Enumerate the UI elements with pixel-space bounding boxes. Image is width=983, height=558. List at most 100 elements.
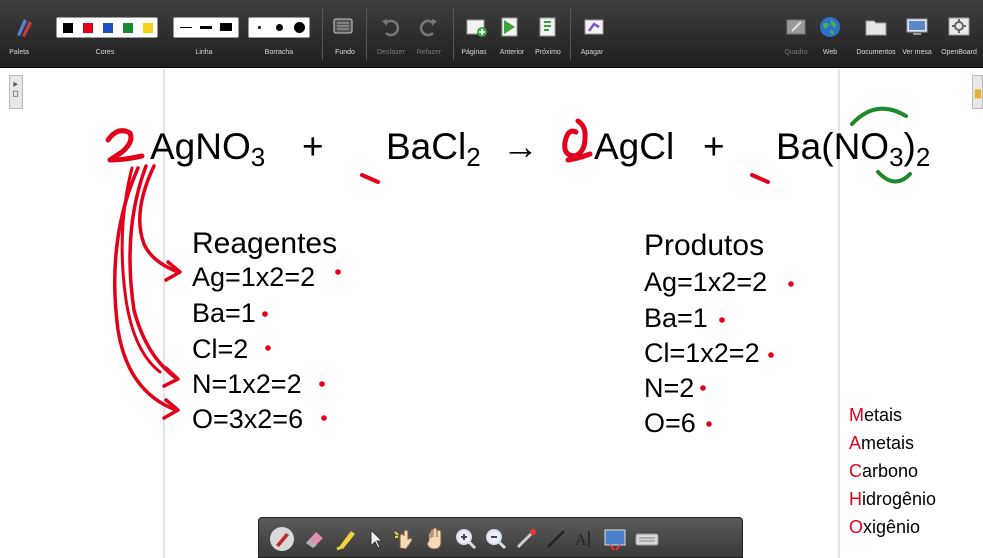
color-blue[interactable] — [103, 23, 113, 33]
previous-page-button[interactable]: Anterior — [496, 0, 532, 68]
color-green[interactable] — [123, 23, 133, 33]
redo-icon — [419, 19, 437, 37]
product-barium-nitrate: Ba(NO3)2 — [776, 126, 931, 172]
line-thin[interactable] — [180, 27, 192, 28]
product-count-n: N=2 — [644, 373, 695, 403]
plus-sign: + — [302, 126, 324, 167]
legend-metais: Metais — [849, 405, 903, 425]
product-count-ba: Ba=1 — [644, 303, 708, 333]
web-label: Web — [822, 49, 838, 56]
line-width-group: Linha — [170, 0, 240, 68]
selector-arrow-icon[interactable] — [363, 526, 389, 552]
reaction-arrow: → — [502, 126, 539, 167]
main-toolbar: Paleta Cores Linha Borracha — [0, 0, 983, 68]
eraser-size-options — [248, 17, 310, 38]
zoom-in-icon[interactable] — [453, 526, 479, 552]
line-label: Linha — [195, 49, 213, 56]
eraser-tool-icon[interactable] — [301, 526, 327, 552]
pages-button[interactable]: Páginas — [458, 0, 494, 68]
legend-oxigenio: Oxigênio — [849, 517, 921, 537]
interact-hand-icon[interactable] — [391, 526, 417, 552]
undo-button[interactable]: Desfazer — [372, 0, 408, 68]
background-button[interactable]: Fundo — [328, 0, 358, 68]
eraser-medium[interactable] — [276, 24, 283, 31]
laser-pointer-icon[interactable] — [513, 526, 539, 552]
colors-group: Cores — [52, 0, 160, 68]
globe-icon — [820, 17, 840, 37]
legend-carbono: Carbono — [849, 461, 919, 481]
openboard-label: OpenBoard — [941, 49, 977, 56]
clear-label: Apagar — [580, 49, 604, 56]
svg-text:A: A — [575, 532, 587, 549]
legend-ametais: Ametais — [849, 433, 915, 453]
clear-page-button[interactable]: Apagar — [576, 0, 612, 68]
plus-sign: + — [703, 126, 725, 167]
highlighter-tool-icon[interactable] — [333, 526, 359, 552]
separator — [322, 8, 323, 60]
zoom-out-icon[interactable] — [483, 526, 509, 552]
background-icon — [333, 18, 353, 34]
page-margin-right — [838, 69, 840, 558]
capture-tool-icon[interactable] — [602, 526, 628, 552]
board-label: Quadro — [784, 49, 808, 56]
keyboard-icon[interactable] — [634, 526, 660, 552]
web-button[interactable]: Web — [815, 0, 845, 68]
show-desktop-button[interactable]: Ver mesa — [901, 0, 933, 68]
pen-tool-button[interactable] — [269, 526, 295, 552]
separator — [453, 8, 454, 60]
reagent-count-cl: Cl=2 — [192, 334, 249, 364]
redo-button[interactable]: Refazer — [412, 0, 448, 68]
product-count-cl: Cl=1x2=2 — [644, 338, 760, 368]
reagent-count-ag: Ag=1x2=2 — [192, 262, 316, 292]
line-thick[interactable] — [220, 23, 232, 31]
line-medium[interactable] — [200, 26, 212, 29]
gear-icon — [948, 17, 970, 36]
legend-hidrogenio: Hidrogênio — [849, 489, 937, 509]
redo-label: Refazer — [416, 49, 442, 56]
right-sidebar-toggle[interactable] — [972, 75, 983, 109]
board-icon — [786, 19, 806, 35]
left-sidebar-toggle[interactable] — [9, 75, 23, 109]
documents-label: Documentos — [856, 49, 896, 56]
palette-button[interactable]: Paleta — [6, 0, 42, 68]
next-page-button[interactable]: Próximo — [532, 0, 568, 68]
openboard-menu-button[interactable]: OpenBoard — [937, 0, 979, 68]
palette-label: Paleta — [9, 49, 29, 56]
color-yellow[interactable] — [143, 23, 153, 33]
next-label: Próximo — [535, 49, 561, 56]
product-count-ag: Ag=1x2=2 — [644, 267, 768, 297]
product-silver-chloride: AgCl — [594, 126, 675, 167]
show-desktop-label: Ver mesa — [902, 49, 932, 56]
line-tool-icon[interactable] — [543, 526, 569, 552]
reagent-count-o: O=3x2=6 — [192, 404, 304, 434]
color-black[interactable] — [63, 23, 73, 33]
eraser-small[interactable] — [258, 26, 261, 29]
previous-page-icon — [501, 17, 518, 37]
separator — [570, 8, 571, 60]
color-swatches — [56, 17, 158, 38]
line-width-options — [173, 17, 239, 38]
desktop-icon — [906, 18, 928, 35]
board-mode-button[interactable]: Quadro — [781, 0, 811, 68]
reactant-barium-chloride: BaCl2 — [386, 126, 481, 172]
reagents-title: Reagentes — [192, 227, 338, 260]
pan-hand-icon[interactable] — [422, 526, 448, 552]
pages-label: Páginas — [461, 49, 487, 56]
reagent-count-ba: Ba=1 — [192, 298, 256, 328]
reactant-silver-nitrate: AgNO3 — [150, 126, 266, 172]
stylus-toolbar: A — [258, 517, 743, 558]
text-tool-icon[interactable]: A — [572, 526, 598, 552]
clear-page-icon — [584, 19, 604, 35]
documents-button[interactable]: Documentos — [854, 0, 898, 68]
color-red[interactable] — [83, 23, 93, 33]
reagent-count-n: N=1x2=2 — [192, 369, 302, 399]
background-label: Fundo — [335, 49, 355, 56]
eraser-large[interactable] — [294, 22, 305, 33]
undo-icon — [382, 19, 400, 37]
eraser-label: Borracha — [264, 49, 294, 56]
products-title: Produtos — [644, 229, 765, 262]
undo-label: Desfazer — [376, 49, 406, 56]
colors-label: Cores — [95, 49, 115, 56]
palette-icon — [17, 19, 32, 37]
previous-label: Anterior — [499, 49, 525, 56]
